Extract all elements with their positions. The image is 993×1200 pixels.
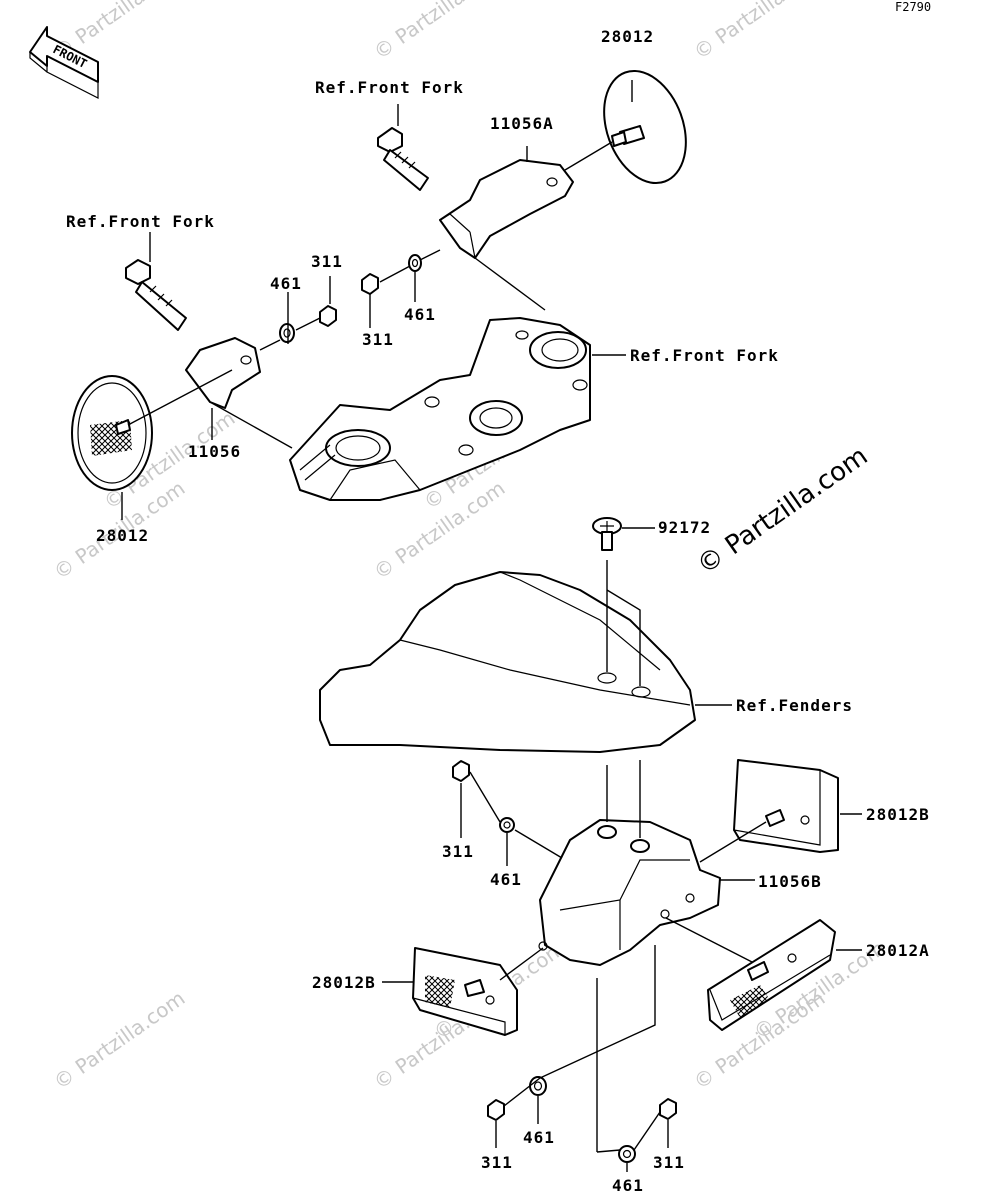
label-461-d: 461 bbox=[523, 1128, 555, 1147]
leader-lines-upper bbox=[121, 80, 633, 520]
label-28012B-left: 28012B bbox=[312, 973, 376, 992]
screw-92172 bbox=[592, 517, 622, 551]
bracket-11056B bbox=[538, 819, 721, 966]
leader-bottom-a bbox=[503, 1077, 541, 1107]
reflector-28012-left bbox=[71, 375, 153, 491]
label-461-e: 461 bbox=[612, 1176, 644, 1195]
label-11056B: 11056B bbox=[758, 872, 822, 891]
label-311-c: 311 bbox=[442, 842, 474, 861]
callout-labels: Ref.Front Fork Ref.Front Fork Ref.Front … bbox=[66, 27, 930, 1195]
washer-461-mid bbox=[499, 817, 515, 833]
reflector-28012A bbox=[707, 919, 836, 1031]
label-11056: 11056 bbox=[188, 442, 241, 461]
label-92172: 92172 bbox=[658, 518, 711, 537]
steering-stem-bracket bbox=[289, 317, 591, 501]
front-fender bbox=[319, 571, 696, 753]
label-461-a: 461 bbox=[270, 274, 302, 293]
label-ref-fenders: Ref.Fenders bbox=[736, 696, 853, 715]
reflector-28012-top bbox=[603, 69, 687, 185]
leader-reflector-left-to-bracket bbox=[499, 947, 544, 981]
nut-311-bottom-left bbox=[487, 1099, 505, 1121]
washer-461-bottom-right bbox=[618, 1145, 636, 1163]
fork-bolt-left bbox=[125, 259, 187, 331]
leader-bottom-c bbox=[633, 1111, 661, 1151]
leader-bottom-group-b bbox=[539, 945, 656, 1079]
label-ref-front-fork-left: Ref.Front Fork bbox=[66, 212, 215, 231]
label-311-b: 311 bbox=[362, 330, 394, 349]
leader-28012A-to-bracket bbox=[665, 917, 753, 963]
label-28012A: 28012A bbox=[866, 941, 930, 960]
watermark-text: © Partzilla.com bbox=[689, 0, 829, 64]
label-28012-left: 28012 bbox=[96, 526, 149, 545]
label-461-b: 461 bbox=[404, 305, 436, 324]
label-311-a: 311 bbox=[311, 252, 343, 271]
leader-nut-to-washer bbox=[469, 771, 501, 823]
label-28012B-right: 28012B bbox=[866, 805, 930, 824]
nut-311-upper-left bbox=[319, 305, 337, 327]
nut-311-mid bbox=[452, 760, 470, 782]
watermark-text: © Partzilla.com bbox=[369, 0, 509, 64]
leader-bottom-b bbox=[596, 1149, 621, 1153]
label-ref-front-fork-top: Ref.Front Fork bbox=[315, 78, 464, 97]
fork-bolt-top bbox=[377, 127, 429, 191]
leader-reflector-right-to-bracket bbox=[699, 821, 767, 863]
leader-screw-diag bbox=[606, 589, 641, 686]
label-311-d: 311 bbox=[481, 1153, 513, 1172]
watermark-layer: © Partzilla.com © Partzilla.com © Partzi… bbox=[49, 0, 889, 1094]
label-28012-top: 28012 bbox=[601, 27, 654, 46]
watermark-text: © Partzilla.com bbox=[49, 986, 189, 1094]
washer-461-upper-left bbox=[279, 323, 295, 343]
reflector-28012B-right bbox=[733, 759, 839, 853]
label-461-c: 461 bbox=[490, 870, 522, 889]
label-ref-front-fork-right: Ref.Front Fork bbox=[630, 346, 779, 365]
watermark-highlight: © Partzilla.com bbox=[692, 441, 874, 581]
nut-311-bottom-right bbox=[659, 1098, 677, 1120]
bracket-11056 bbox=[185, 337, 261, 409]
label-311-e: 311 bbox=[653, 1153, 685, 1172]
bracket-11056A bbox=[439, 159, 574, 259]
figure-code: F2790 bbox=[895, 0, 931, 14]
nut-311-upper-mid bbox=[361, 273, 379, 295]
washer-461-upper-mid bbox=[408, 254, 422, 272]
leader-washer-to-bracket bbox=[514, 829, 563, 859]
reflector-28012B-left bbox=[412, 947, 518, 1036]
label-11056A: 11056A bbox=[490, 114, 554, 133]
